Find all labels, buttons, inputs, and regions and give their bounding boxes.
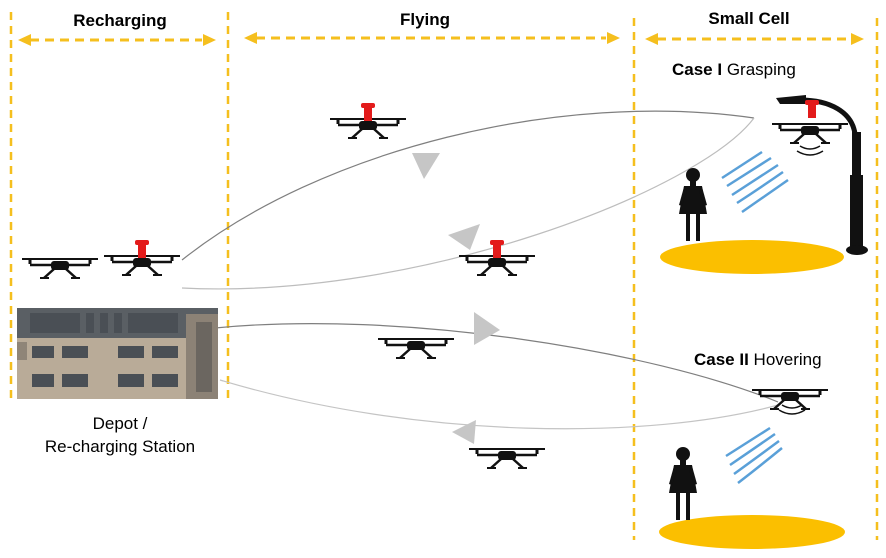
drone-icon xyxy=(20,257,100,280)
arrowhead-return-1 xyxy=(448,224,480,250)
drone-icon xyxy=(328,117,408,140)
drone-icon xyxy=(770,122,850,145)
drone-icon xyxy=(750,388,830,411)
section-dividers xyxy=(9,12,879,540)
drone-icon xyxy=(467,447,547,470)
drone-icon xyxy=(102,254,182,277)
signal-wave-icon xyxy=(796,145,824,156)
flight-paths xyxy=(181,110,779,430)
arrowhead-outbound-2 xyxy=(474,312,500,345)
street-lamp-icon xyxy=(776,95,868,255)
depot-caption-line2: Re-charging Station xyxy=(44,437,196,456)
person-icon xyxy=(679,168,707,241)
section-title-flying: Flying xyxy=(400,10,450,29)
case1-prefix: Case I xyxy=(672,60,723,79)
grasping-payload-icon xyxy=(805,100,819,118)
coverage-ground-case1 xyxy=(660,240,844,274)
section-range-arrows xyxy=(18,32,864,46)
drone-icon xyxy=(376,337,456,360)
section-title-small-cell: Small Cell xyxy=(708,9,789,28)
case2-label: Case II Hovering xyxy=(694,350,822,370)
arrowhead-return-2 xyxy=(452,420,476,444)
section-title-recharging: Recharging xyxy=(73,11,167,30)
case1-text: Grasping xyxy=(722,60,796,79)
signal-wave-icon xyxy=(725,426,783,484)
coverage-ground-case2 xyxy=(659,515,845,549)
person-icon xyxy=(669,447,697,520)
signal-wave-icon xyxy=(721,150,789,214)
drone-icon xyxy=(457,254,537,277)
flight-direction-arrowheads xyxy=(412,153,500,444)
case2-text: Hovering xyxy=(748,350,822,369)
arrowhead-outbound-1 xyxy=(412,153,440,179)
depot-caption-line1: Depot / xyxy=(92,414,148,433)
signal-wave-icon xyxy=(778,404,806,415)
case2-prefix: Case II xyxy=(694,350,749,369)
case1-label: Case I Grasping xyxy=(672,60,796,80)
building-icon xyxy=(17,308,218,399)
